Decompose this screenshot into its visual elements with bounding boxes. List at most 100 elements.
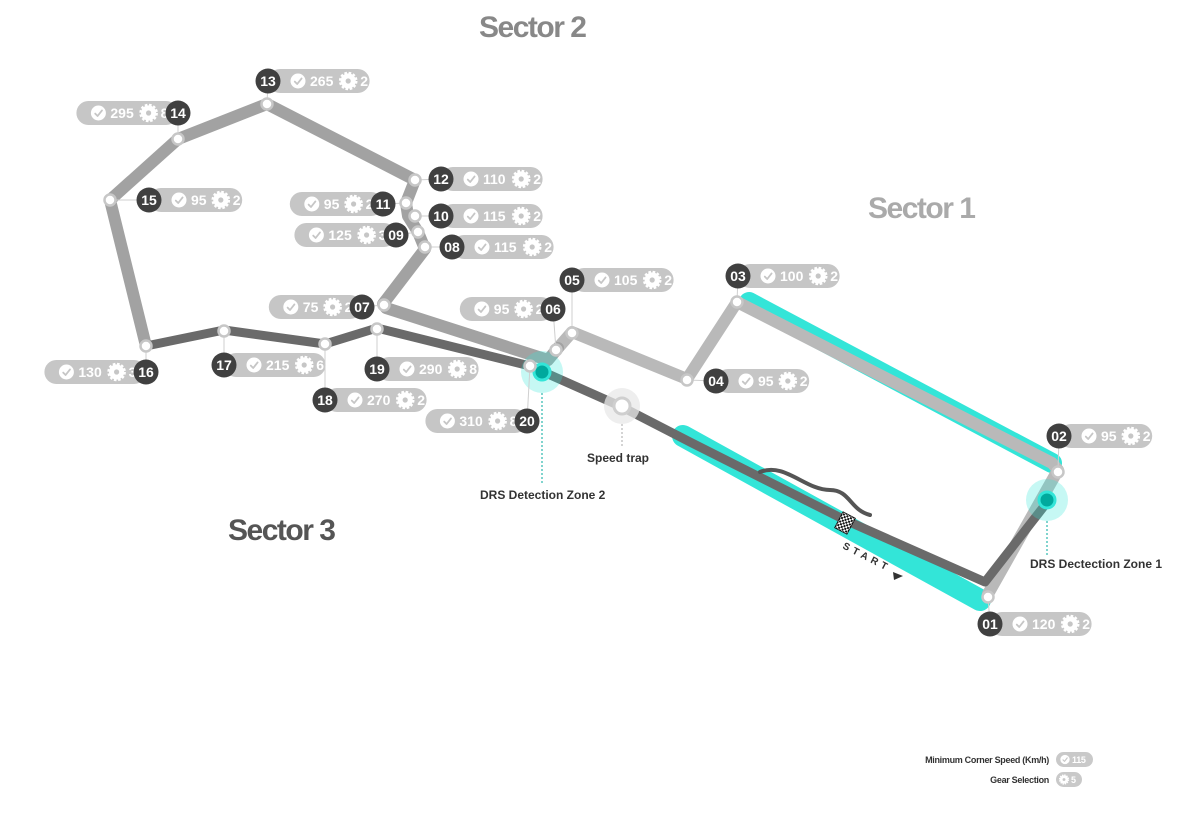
gear-icon bbox=[514, 299, 533, 319]
corner-number: 17 bbox=[216, 357, 232, 373]
pit-lane bbox=[758, 468, 872, 517]
legend-speed-example: 115 bbox=[1072, 755, 1086, 765]
speedometer-icon bbox=[462, 170, 480, 188]
corner-number: 07 bbox=[354, 299, 370, 315]
corner-gear: 2 bbox=[417, 392, 425, 408]
corner-min-speed: 290 bbox=[419, 361, 443, 377]
corner-17: 215 6 17 bbox=[211, 324, 326, 378]
corner-number: 02 bbox=[1051, 428, 1067, 444]
checkered-flag-icon bbox=[834, 511, 856, 535]
corner-gear: 2 bbox=[544, 239, 552, 255]
corner-number: 18 bbox=[317, 392, 333, 408]
corner-min-speed: 120 bbox=[1032, 616, 1056, 632]
corner-number: 16 bbox=[138, 364, 154, 380]
corner-number-badge bbox=[514, 408, 540, 434]
corner-number-badge bbox=[255, 68, 281, 94]
corner-min-speed: 270 bbox=[367, 392, 391, 408]
gear-icon bbox=[107, 362, 126, 382]
corner-gear: 2 bbox=[233, 192, 241, 208]
corner-gear: 8 bbox=[510, 413, 518, 429]
corner-number-badge bbox=[540, 296, 566, 322]
corner-number: 09 bbox=[388, 227, 404, 243]
speedometer-icon bbox=[593, 271, 611, 289]
speedometer-icon bbox=[303, 195, 321, 213]
gear-icon bbox=[139, 103, 158, 123]
corner-apex-dot bbox=[260, 97, 274, 111]
corner-gear: 6 bbox=[316, 357, 324, 373]
corner-apex-dot bbox=[370, 322, 384, 336]
corner-number-badge bbox=[439, 234, 465, 260]
corner-min-speed: 215 bbox=[266, 357, 290, 373]
legend: Minimum Corner Speed (Km/h) 115 Gear Sel… bbox=[925, 752, 1093, 787]
corner-gear: 2 bbox=[830, 268, 838, 284]
legend-speed-icon bbox=[1059, 754, 1071, 765]
speedometer-icon bbox=[307, 226, 325, 244]
speedometer-icon bbox=[398, 360, 416, 378]
speedometer-icon bbox=[170, 191, 188, 209]
corner-gear: 2 bbox=[800, 373, 808, 389]
speed-trap: Speed trap bbox=[587, 388, 649, 465]
corner-number: 15 bbox=[141, 192, 157, 208]
corner-number: 03 bbox=[730, 268, 746, 284]
corner-apex-dot bbox=[418, 240, 432, 254]
speedometer-icon bbox=[58, 363, 75, 381]
corner-min-speed: 265 bbox=[310, 73, 334, 89]
corner-number-badge bbox=[725, 263, 751, 289]
drs-detection-2-label: DRS Detection Zone 2 bbox=[480, 488, 606, 502]
corner-apex-dot bbox=[139, 339, 153, 353]
corner-number: 14 bbox=[170, 105, 186, 121]
corner-min-speed: 95 bbox=[191, 192, 207, 208]
speedometer-icon bbox=[245, 356, 263, 374]
corner-number-badge bbox=[559, 267, 585, 293]
corner-gear: 2 bbox=[360, 73, 368, 89]
corner-number: 11 bbox=[376, 196, 391, 212]
corner-13: 265 2 13 bbox=[255, 68, 370, 111]
corner-min-speed: 105 bbox=[614, 272, 638, 288]
corner-number: 04 bbox=[708, 373, 724, 389]
corner-number: 10 bbox=[433, 208, 449, 224]
corner-min-speed: 115 bbox=[494, 239, 517, 255]
corner-min-speed: 95 bbox=[494, 301, 510, 317]
track-sector-1 bbox=[552, 296, 1064, 600]
legend-gear-icon bbox=[1058, 774, 1070, 785]
gear-icon bbox=[511, 206, 531, 226]
corner-number-badge bbox=[133, 359, 159, 385]
gear-icon bbox=[778, 371, 798, 391]
corner-min-speed: 310 bbox=[459, 413, 483, 429]
sector-1-label: Sector 1 bbox=[868, 192, 975, 225]
gear-icon bbox=[211, 190, 231, 210]
gear-icon bbox=[488, 411, 507, 431]
gear-icon bbox=[511, 169, 531, 189]
corner-number: 19 bbox=[369, 361, 385, 377]
corner-apex-dot bbox=[408, 209, 422, 223]
corner-min-speed: 95 bbox=[324, 196, 340, 212]
corner-min-speed: 125 bbox=[328, 227, 352, 243]
speedometer-icon bbox=[438, 412, 456, 430]
corner-number: 05 bbox=[564, 272, 580, 288]
speedometer-icon bbox=[473, 300, 491, 318]
corner-number: 12 bbox=[433, 171, 449, 187]
gear-icon bbox=[642, 270, 662, 290]
corner-number: 06 bbox=[545, 301, 561, 317]
legend-gear-example: 5 bbox=[1071, 775, 1076, 785]
corner-number-badge bbox=[977, 611, 1003, 637]
speedometer-icon bbox=[289, 72, 307, 90]
gear-icon bbox=[357, 225, 376, 245]
speedometer-icon bbox=[282, 298, 300, 316]
corner-number-badge bbox=[211, 352, 237, 378]
corner-apex-dot bbox=[377, 298, 391, 312]
corner-number-badge bbox=[349, 294, 375, 320]
corner-number: 20 bbox=[519, 413, 535, 429]
speedometer-icon bbox=[473, 238, 491, 256]
corner-min-speed: 115 bbox=[483, 208, 506, 224]
corner-number: 13 bbox=[260, 73, 276, 89]
gear-icon bbox=[338, 71, 358, 91]
gear-icon bbox=[522, 237, 542, 257]
corner-18: 270 2 18 bbox=[312, 337, 427, 413]
corner-gear: 2 bbox=[533, 171, 541, 187]
